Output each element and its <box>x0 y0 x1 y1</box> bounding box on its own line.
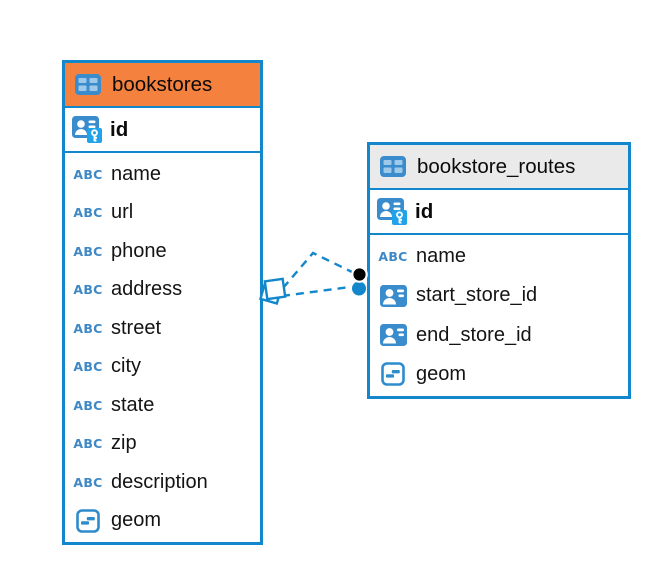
text-type-icon: ABC <box>73 397 103 413</box>
relationship-endpoint-dot-blue[interactable] <box>352 281 366 296</box>
column-row-name[interactable]: ABC name <box>65 155 260 194</box>
many-end-diamond-icon[interactable] <box>259 277 287 305</box>
column-row-geom[interactable]: geom <box>65 502 260 541</box>
column-label: start_store_id <box>416 284 538 307</box>
column-row-url[interactable]: ABC url <box>65 194 260 233</box>
column-row-state[interactable]: ABC state <box>65 386 260 425</box>
primary-key-row[interactable]: id <box>370 190 628 235</box>
column-label: url <box>111 201 134 224</box>
geometry-type-icon <box>378 362 408 387</box>
text-type-icon: ABC <box>73 243 103 259</box>
column-label: street <box>111 316 162 339</box>
primary-key-icon <box>72 116 102 143</box>
primary-key-label: id <box>110 117 129 141</box>
foreign-key-icon <box>378 324 408 347</box>
relationship-line-start-store[interactable] <box>282 251 353 289</box>
column-label: phone <box>111 239 167 262</box>
column-label: address <box>111 278 183 301</box>
column-label: name <box>111 162 162 185</box>
relationship-endpoint-dot-black[interactable] <box>351 266 368 283</box>
primary-key-icon <box>377 198 407 225</box>
foreign-key-icon <box>378 284 408 307</box>
column-row-zip[interactable]: ABC zip <box>65 425 260 464</box>
column-row-end-store-id[interactable]: end_store_id <box>370 316 628 355</box>
column-list: ABC name ABC url ABC phone ABC address A… <box>65 153 260 542</box>
column-label: end_store_id <box>416 323 532 346</box>
text-type-icon: ABC <box>73 205 103 221</box>
geometry-type-icon <box>73 508 103 533</box>
text-type-icon: ABC <box>73 359 103 375</box>
table-name: bookstores <box>112 72 213 96</box>
relationship-line-end-store[interactable] <box>281 285 351 298</box>
column-row-street[interactable]: ABC street <box>65 309 260 348</box>
column-row-start-store-id[interactable]: start_store_id <box>370 276 628 315</box>
column-label: name <box>416 245 467 268</box>
table-bookstores[interactable]: bookstores i <box>62 60 263 545</box>
column-row-phone[interactable]: ABC phone <box>65 232 260 271</box>
primary-key-label: id <box>415 199 434 223</box>
column-label: geom <box>416 362 467 385</box>
column-row-name[interactable]: ABC name <box>370 237 628 276</box>
text-type-icon: ABC <box>378 249 408 265</box>
column-list: ABC name start_store_id <box>370 235 628 396</box>
column-row-description[interactable]: ABC description <box>65 463 260 502</box>
column-label: description <box>111 470 208 493</box>
text-type-icon: ABC <box>73 474 103 490</box>
column-row-geom[interactable]: geom <box>370 355 628 394</box>
table-bookstores-header[interactable]: bookstores <box>65 63 260 108</box>
column-label: zip <box>111 432 137 455</box>
column-row-address[interactable]: ABC address <box>65 271 260 310</box>
text-type-icon: ABC <box>73 282 103 298</box>
table-bookstore-routes[interactable]: bookstore_routes <box>367 142 631 399</box>
text-type-icon: ABC <box>73 436 103 452</box>
column-label: geom <box>111 509 162 532</box>
table-icon <box>73 74 103 95</box>
primary-key-row[interactable]: id <box>65 108 260 153</box>
text-type-icon: ABC <box>73 320 103 336</box>
column-label: state <box>111 393 155 416</box>
text-type-icon: ABC <box>73 166 103 182</box>
table-bookstore-routes-header[interactable]: bookstore_routes <box>370 145 628 190</box>
column-row-city[interactable]: ABC city <box>65 348 260 387</box>
column-label: city <box>111 355 141 378</box>
table-icon <box>378 156 408 177</box>
table-name: bookstore_routes <box>417 154 576 178</box>
